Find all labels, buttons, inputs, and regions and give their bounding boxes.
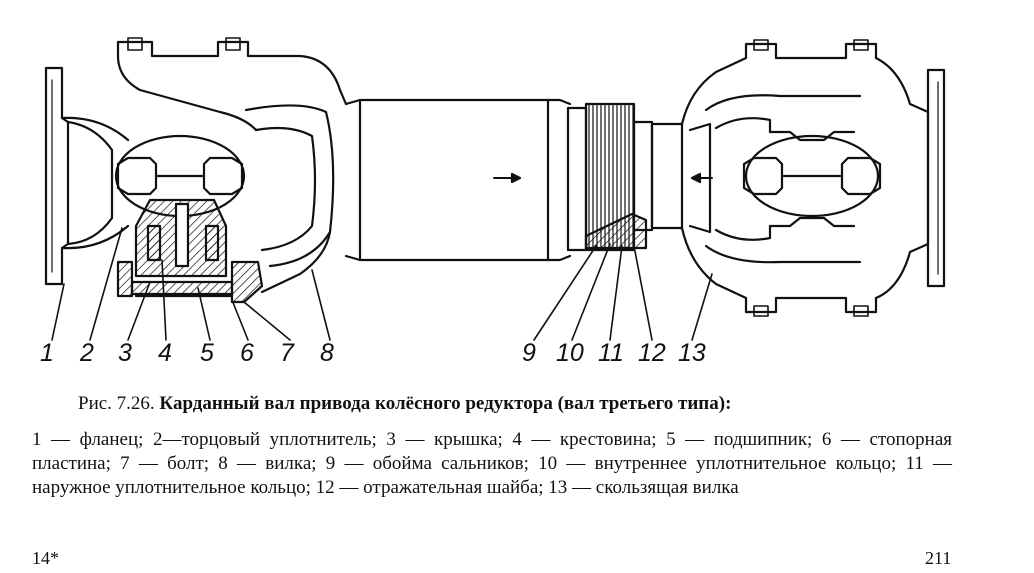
figure-caption: Рис. 7.26. Карданный вал привода колёсно…	[78, 392, 958, 416]
left-flange	[44, 66, 130, 286]
callout-2: 2	[80, 339, 94, 367]
callout-1: 1	[40, 339, 54, 367]
signature-mark: 14*	[32, 548, 59, 568]
left-spider	[114, 134, 264, 304]
callout-9: 9	[522, 339, 536, 367]
callout-11: 11	[598, 339, 624, 367]
callout-5: 5	[200, 339, 214, 367]
callout-6: 6	[240, 339, 254, 367]
figure-legend: 1 — фланец; 2—торцовый уплотнитель; 3 — …	[32, 429, 952, 498]
leader-lines	[51, 227, 713, 341]
caption-prefix: Рис. 7.26.	[78, 393, 160, 414]
callout-8: 8	[320, 339, 334, 367]
spline-sleeve	[566, 102, 684, 252]
callout-12: 12	[638, 339, 666, 367]
right-sliding-yoke	[680, 39, 878, 317]
callout-7: 7	[280, 339, 294, 367]
right-flange	[874, 56, 946, 300]
page-number: 211	[925, 548, 952, 568]
callout-4: 4	[158, 339, 172, 367]
caption-title: Карданный вал привода колёсного редуктор…	[159, 393, 732, 414]
shaft-tube	[344, 98, 572, 262]
left-yoke	[116, 37, 348, 294]
right-spider	[742, 130, 882, 228]
callout-10: 10	[556, 339, 584, 367]
callout-13: 13	[678, 339, 706, 367]
callout-3: 3	[118, 339, 132, 367]
cardan-shaft-drawing	[44, 37, 946, 341]
